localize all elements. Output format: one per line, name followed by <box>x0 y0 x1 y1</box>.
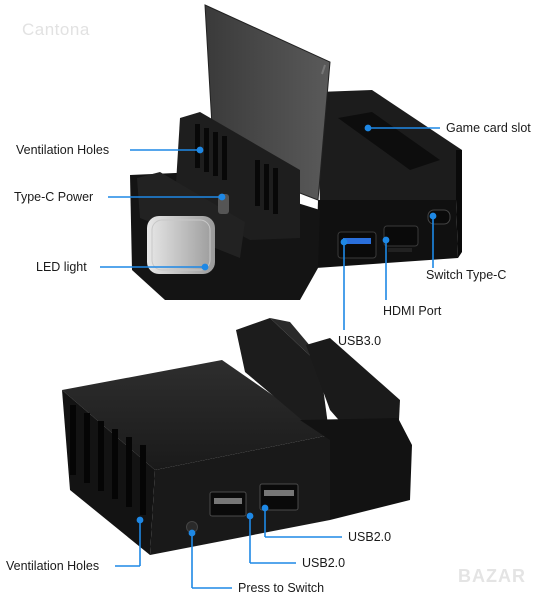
label-usb3: USB3.0 <box>338 334 382 348</box>
cradle-upright <box>236 318 330 440</box>
label-led-light: LED light <box>36 260 87 274</box>
label-usb2-lower: USB2.0 <box>302 556 346 570</box>
label-press-to-switch: Press to Switch <box>238 581 325 595</box>
label-ventilation-holes-bottom: Ventilation Holes <box>6 559 100 573</box>
watermark-top: Cantona <box>22 20 90 39</box>
hdmi-port <box>383 225 419 247</box>
label-switch-type-c: Switch Type-C <box>426 268 507 282</box>
ventilation-grille-bottom <box>70 405 146 515</box>
ventilation-grille-top <box>195 124 278 214</box>
label-ventilation-holes-top: Ventilation Holes <box>16 143 110 157</box>
label-game-card-slot: Game card slot <box>446 121 531 135</box>
label-hdmi-port: HDMI Port <box>383 304 442 318</box>
bottom-dock-device <box>62 318 412 555</box>
top-dock-device <box>130 4 462 300</box>
callout-lines <box>100 124 440 589</box>
label-usb2-right: USB2.0 <box>348 530 392 544</box>
label-type-c-power: Type-C Power <box>14 190 94 204</box>
game-card-slot <box>338 112 440 170</box>
led-window <box>147 216 215 274</box>
watermark-bottom: BAZAR <box>458 566 526 586</box>
